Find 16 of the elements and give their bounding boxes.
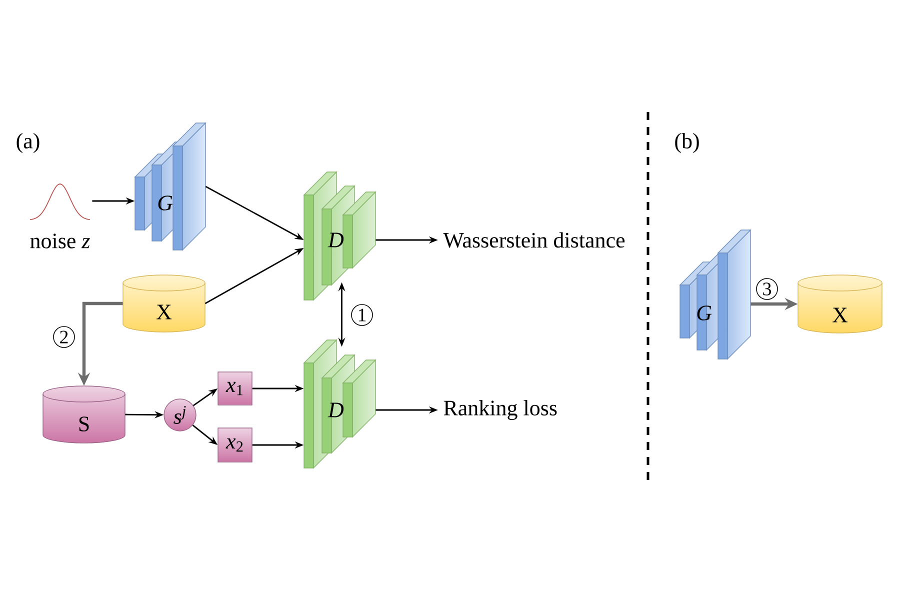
- database-cylinder: X: [122, 274, 206, 332]
- noise-curve: [30, 184, 90, 220]
- database-cylinder: S: [42, 386, 126, 444]
- sample-box: x$_{1}$: [218, 372, 252, 406]
- database-cylinder: X: [798, 274, 882, 334]
- circled-number: 3: [756, 278, 778, 300]
- output-label: Ranking loss: [444, 400, 557, 420]
- node-label: G: [158, 196, 173, 210]
- curve-caption: noise z: [30, 234, 90, 248]
- panel-label: (b): [675, 133, 699, 153]
- node-label: G: [697, 306, 712, 320]
- output-label: Wasserstein distance: [443, 232, 625, 248]
- circled-number: 2: [53, 326, 75, 348]
- sample-box: x$_{2}$: [218, 428, 252, 462]
- circled-number: 1: [351, 304, 373, 326]
- panel-label: (a): [16, 133, 40, 153]
